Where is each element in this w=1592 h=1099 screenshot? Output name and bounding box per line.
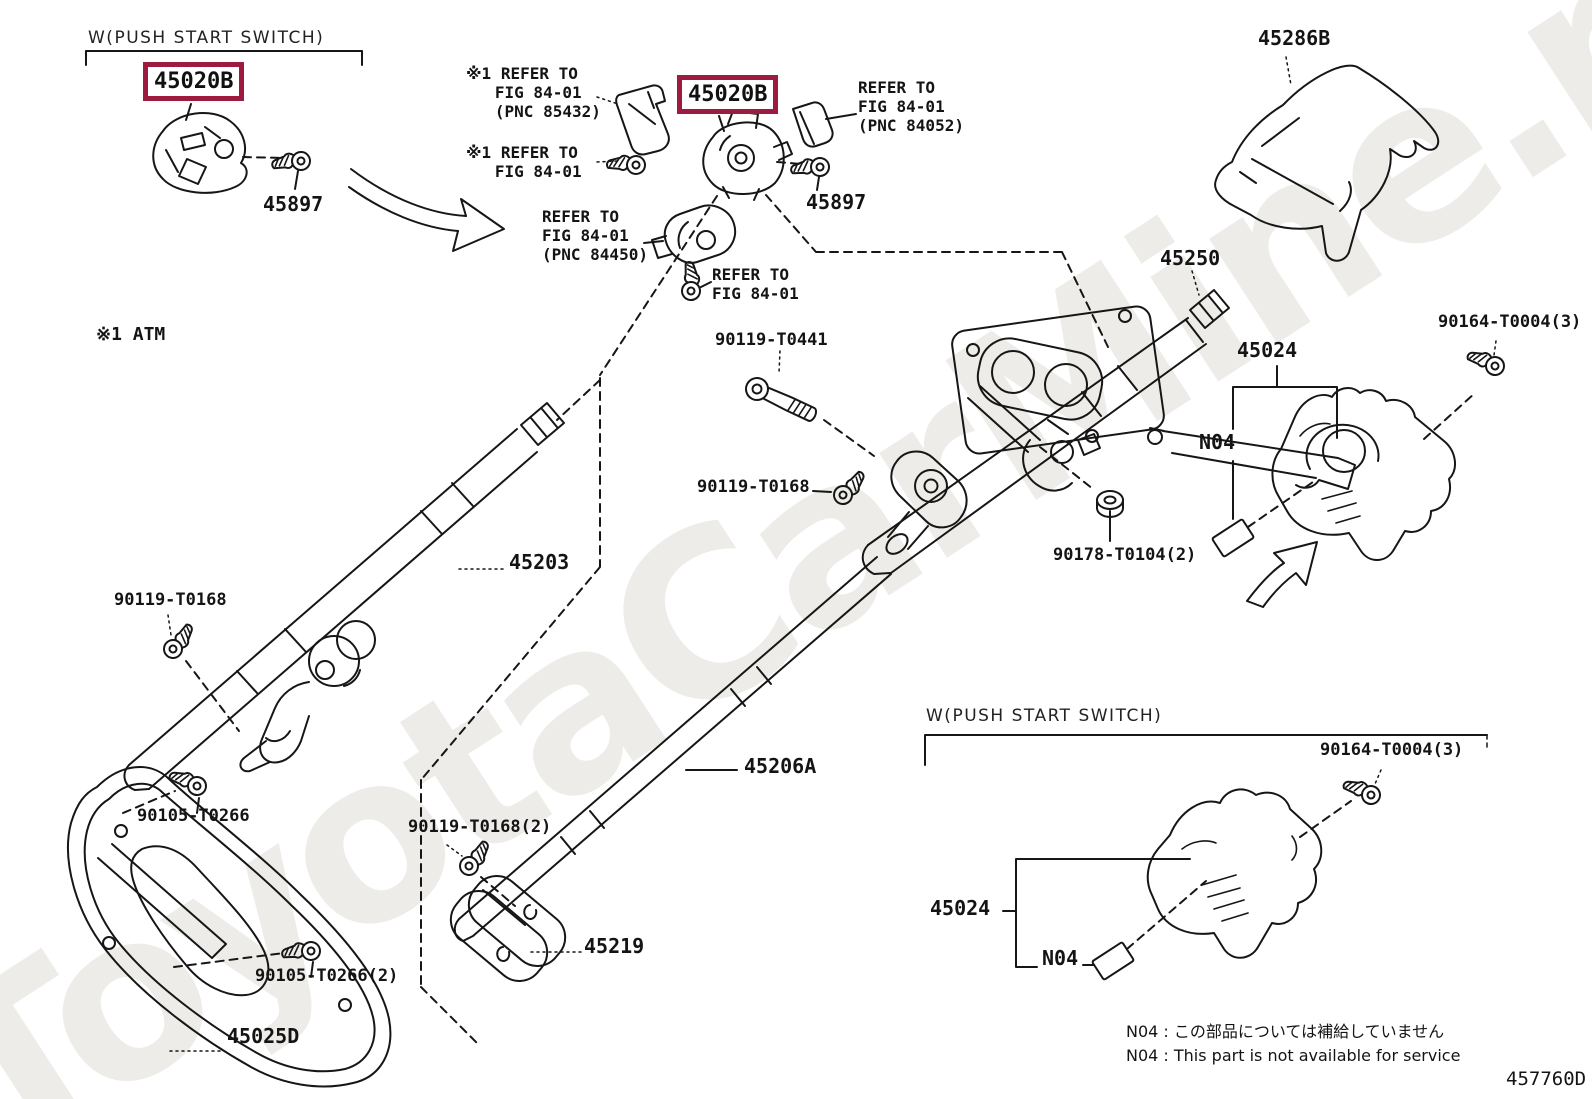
part-label-n04-bottom: N04 bbox=[1042, 946, 1079, 970]
part-label-90119-t0441: 90119-T0441 bbox=[715, 330, 828, 350]
part-label-45024-top: 45024 bbox=[1237, 338, 1298, 362]
part-label-90105-t0266-2: 90105-T0266(2) bbox=[255, 966, 399, 986]
part-label-45286b: 45286B bbox=[1258, 26, 1331, 50]
part-drawing-shaft-45203 bbox=[123, 402, 565, 791]
part-label-45897-center: 45897 bbox=[806, 190, 867, 214]
ref-label-pnc-84450: REFER TO FIG 84-01 (PNC 84450) bbox=[542, 207, 648, 264]
part-label-90119-t0168-column: 90119-T0168 bbox=[697, 477, 810, 497]
part-label-90105-t0266: 90105-T0266 bbox=[137, 806, 250, 826]
ref-label-pnc-84052: REFER TO FIG 84-01 (PNC 84052) bbox=[858, 78, 964, 135]
group-label-push-start-top: W(PUSH START SWITCH) bbox=[88, 28, 325, 48]
part-label-45219: 45219 bbox=[584, 934, 645, 958]
part-label-45024-bottom: 45024 bbox=[930, 896, 991, 920]
part-drawing-cover-45024-top bbox=[1211, 340, 1509, 608]
part-label-90119-t0168-left: 90119-T0168 bbox=[114, 590, 227, 610]
part-label-90178-t0104: 90178-T0104(2) bbox=[1053, 545, 1197, 565]
part-label-45025d: 45025D bbox=[227, 1024, 300, 1048]
part-label-45897-left: 45897 bbox=[263, 192, 324, 216]
ref-label-fig-84-01-lower: REFER TO FIG 84-01 bbox=[712, 265, 799, 303]
part-drawing-cover-45024-bottom bbox=[924, 734, 1488, 981]
direction-arrow-left bbox=[348, 168, 505, 252]
part-label-90164-t0004-top: 90164-T0004(3) bbox=[1438, 312, 1582, 332]
part-label-45206a: 45206A bbox=[744, 754, 817, 778]
part-drawing-shaft-45206a bbox=[420, 377, 892, 1045]
figure-code: 457760D bbox=[1506, 1068, 1587, 1090]
annotation-atm: ※1 ATM bbox=[96, 324, 166, 345]
part-label-90164-t0004-bottom: 90164-T0004(3) bbox=[1320, 740, 1464, 760]
part-label-90119-t0168-2: 90119-T0168(2) bbox=[408, 817, 552, 837]
highlighted-part-45020b-left[interactable]: 45020B bbox=[143, 62, 245, 101]
highlighted-part-45020b-center[interactable]: 45020B bbox=[677, 75, 779, 114]
ref-label-pnc-85432: ※1 REFER TO FIG 84-01 (PNC 85432) bbox=[466, 64, 601, 121]
group-label-push-start-bottom: W(PUSH START SWITCH) bbox=[926, 706, 1163, 726]
part-drawing-cover-45286b bbox=[1214, 56, 1440, 262]
push-start-bracket-top bbox=[85, 50, 363, 66]
ref-label-fig-84-01-left: ※1 REFER TO FIG 84-01 bbox=[466, 143, 582, 181]
part-label-n04-top: N04 bbox=[1199, 430, 1236, 454]
part-drawing-switch-cluster bbox=[596, 84, 1109, 376]
part-label-45203: 45203 bbox=[509, 550, 570, 574]
footnote-english: N04 : This part is not available for ser… bbox=[1126, 1046, 1461, 1065]
part-drawing-plate-45025d bbox=[67, 761, 392, 1088]
part-label-45250: 45250 bbox=[1160, 246, 1221, 270]
part-drawing-ignition-switch-left bbox=[152, 103, 312, 194]
part-drawing-column-45250 bbox=[741, 270, 1356, 575]
footnote-japanese: N04 : この部品については補給していません bbox=[1126, 1022, 1445, 1041]
